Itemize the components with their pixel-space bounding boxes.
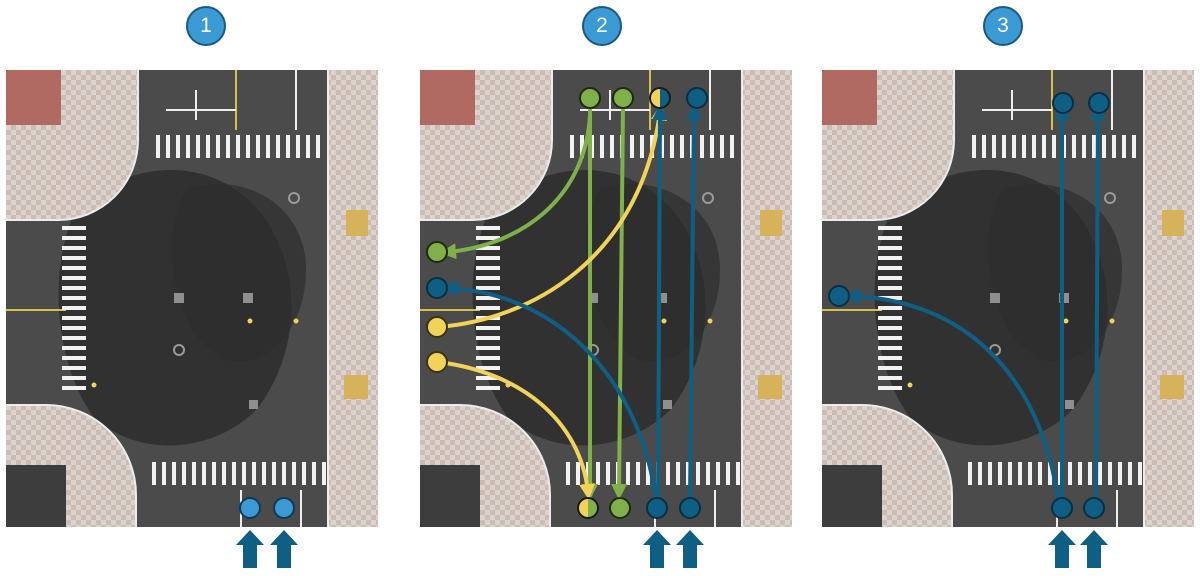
waypoint-icon bbox=[426, 277, 448, 299]
waypoint-icon bbox=[646, 497, 668, 519]
waypoint-icon bbox=[612, 87, 634, 109]
up-arrow-icon bbox=[270, 530, 298, 568]
up-arrow-icon bbox=[236, 530, 264, 568]
route-line bbox=[611, 105, 628, 500]
waypoint-icon bbox=[426, 316, 448, 338]
waypoint-icon bbox=[679, 497, 701, 519]
waypoint-icon bbox=[426, 351, 448, 373]
step-badge-2: 2 bbox=[582, 6, 622, 46]
waypoint-icon bbox=[1083, 497, 1105, 519]
waypoint-icon bbox=[426, 241, 448, 263]
waypoint-icon bbox=[273, 497, 295, 519]
intersection-panel-2 bbox=[418, 68, 794, 529]
waypoint-icon bbox=[686, 87, 708, 109]
route-line bbox=[651, 104, 668, 501]
waypoint-icon bbox=[1052, 92, 1074, 114]
route-line bbox=[442, 280, 658, 501]
up-arrow-icon bbox=[1080, 530, 1108, 568]
up-arrow-icon bbox=[1048, 530, 1076, 568]
route-line bbox=[844, 288, 1060, 501]
waypoint-icon bbox=[239, 497, 261, 519]
panel-2-routes bbox=[426, 87, 708, 568]
waypoint-icon bbox=[1051, 497, 1073, 519]
up-arrow-icon bbox=[643, 530, 671, 568]
route-line bbox=[437, 360, 596, 500]
route-line bbox=[1089, 104, 1106, 501]
waypoint-icon bbox=[577, 497, 599, 519]
waypoint-icon bbox=[1088, 92, 1110, 114]
route-line bbox=[685, 104, 702, 501]
waypoint-icon bbox=[649, 87, 671, 109]
route-line bbox=[440, 114, 592, 260]
waypoint-icon bbox=[609, 497, 631, 519]
panel-3-routes bbox=[828, 92, 1110, 568]
intersection-panel-1 bbox=[4, 68, 380, 529]
step-badge-3: 3 bbox=[983, 6, 1023, 46]
step-badge-1: 1 bbox=[186, 6, 226, 46]
waypoint-icon bbox=[579, 87, 601, 109]
panel-1-routes bbox=[236, 497, 298, 568]
waypoint-icon bbox=[828, 285, 850, 307]
up-arrow-icon bbox=[676, 530, 704, 568]
route-line bbox=[437, 104, 667, 329]
